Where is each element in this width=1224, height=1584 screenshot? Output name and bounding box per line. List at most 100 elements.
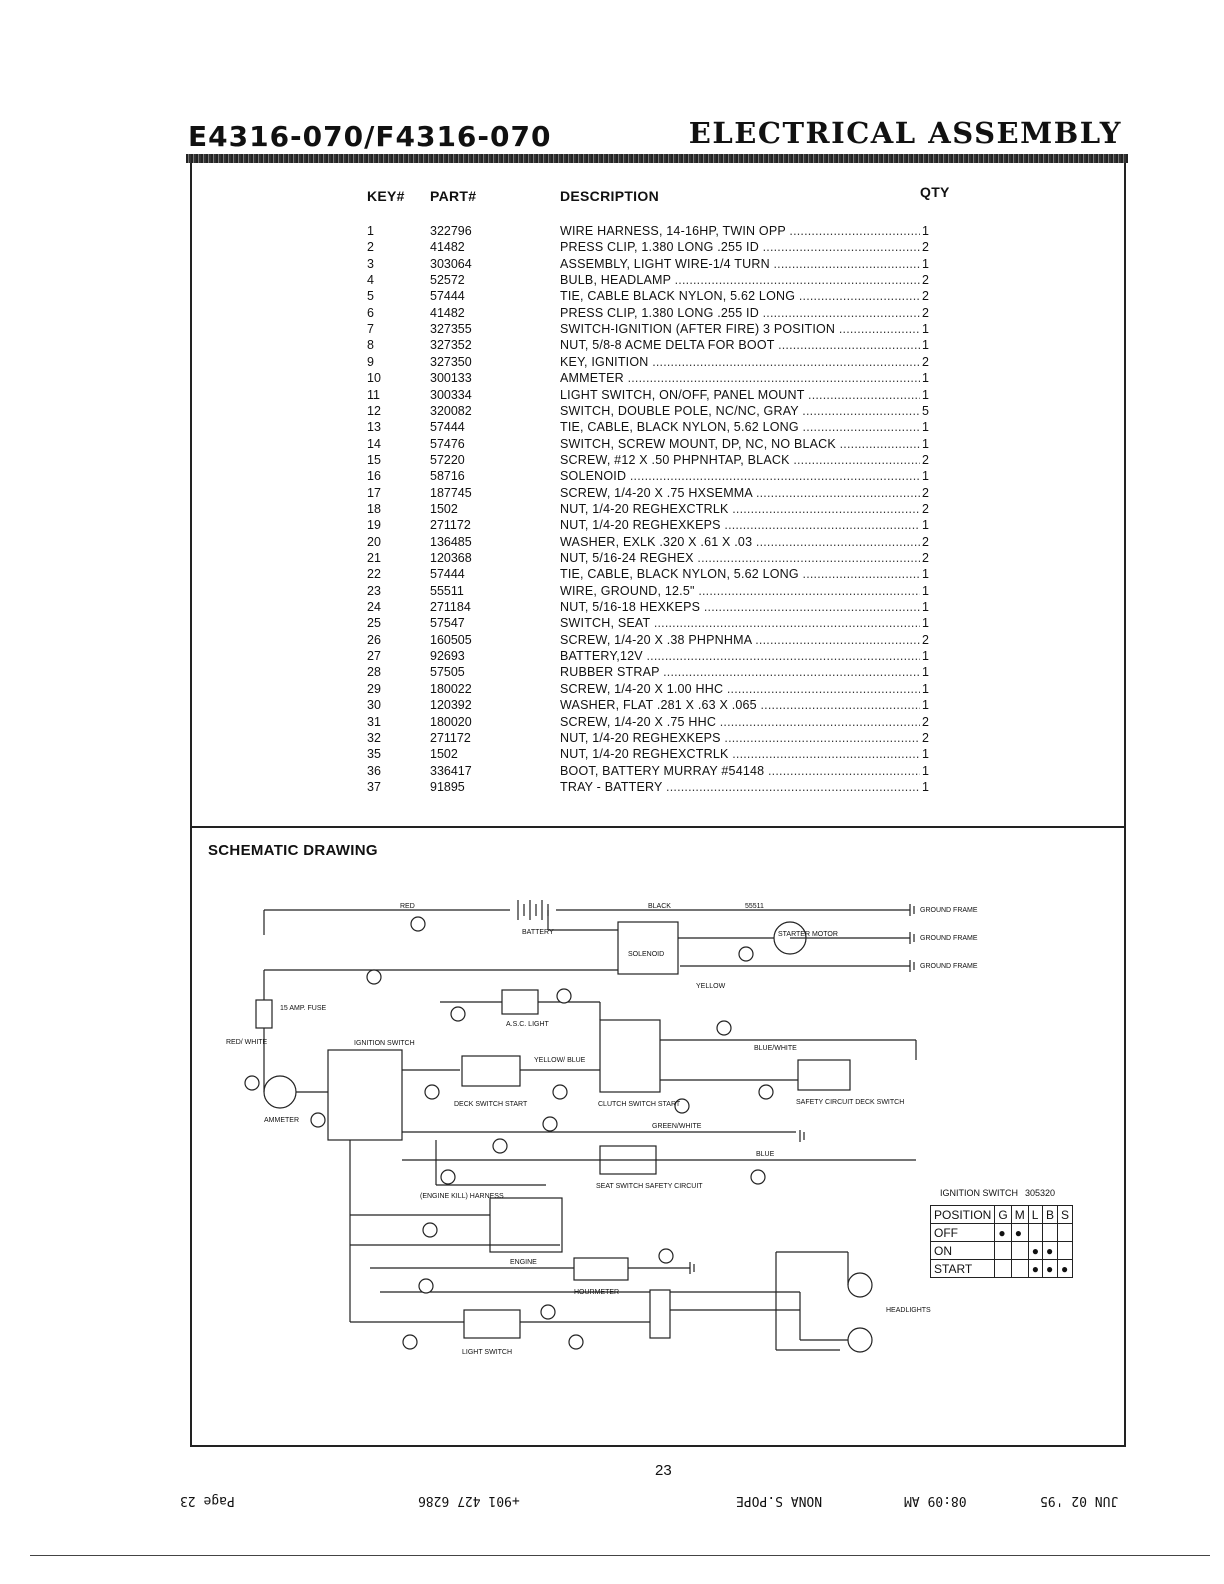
label-engine: ENGINE	[510, 1259, 537, 1266]
description-cell: PRESS CLIP, 1.380 LONG .255 ID	[560, 240, 920, 254]
section-divider	[190, 826, 1126, 828]
key-cell: 21	[367, 551, 381, 565]
ign-header-m: M	[1010, 1205, 1029, 1224]
description-cell: LIGHT SWITCH, ON/OFF, PANEL MOUNT	[560, 388, 920, 402]
ign-row-off: OFF	[929, 1223, 996, 1242]
key-cell: 20	[367, 534, 381, 549]
clutch-switch	[599, 1019, 661, 1093]
label-headlights: HEADLIGHTS	[886, 1307, 931, 1314]
description-cell: PRESS CLIP, 1.380 LONG .255 ID	[560, 306, 920, 320]
description-cell: WIRE, GROUND, 12.5"	[560, 584, 920, 598]
key-cell: 24	[367, 600, 381, 615]
label-asc-light: A.S.C. LIGHT	[506, 1021, 550, 1028]
key-cell: 30	[367, 698, 381, 713]
part-cell: 303064	[430, 256, 472, 271]
key-cell: 11	[367, 387, 380, 402]
label-starter-motor: STARTER MOTOR	[778, 931, 838, 938]
part-cell: 322796	[430, 224, 472, 238]
col-key-header: KEY#	[367, 188, 405, 204]
label-yellow-blue: YELLOW/ BLUE	[534, 1057, 586, 1064]
label-blue: BLUE	[756, 1151, 775, 1158]
ign-header-l: L	[1027, 1205, 1043, 1224]
description-cell: BULB, HEADLAMP	[560, 273, 920, 287]
qty-cell: 1	[922, 616, 929, 631]
qty-cell: 1	[922, 747, 929, 762]
description-cell: SWITCH-IGNITION (AFTER FIRE) 3 POSITION	[560, 322, 920, 336]
label-black: BLACK	[648, 903, 671, 910]
label-blue-white: BLUE/WHITE	[754, 1045, 797, 1052]
connector	[649, 1289, 671, 1339]
key-cell: 37	[367, 779, 381, 794]
part-cell: 57444	[430, 289, 465, 304]
label-battery: BATTERY	[522, 929, 554, 936]
col-part-header: PART#	[430, 188, 477, 204]
part-cell: 327352	[430, 338, 472, 353]
key-cell: 18	[367, 501, 381, 516]
qty-cell: 2	[922, 289, 929, 304]
ignition-table-part: 305320	[1025, 1188, 1056, 1198]
qty-cell: 1	[922, 567, 929, 582]
fuse-15amp	[255, 999, 273, 1029]
part-cell: 41482	[430, 305, 465, 320]
ammeter	[263, 1075, 297, 1109]
description-cell: NUT, 1/4-20 REGHEXCTRLK	[560, 747, 920, 761]
key-cell: 22	[367, 567, 381, 582]
qty-cell: 2	[922, 730, 929, 745]
qty-cell: 1	[922, 698, 929, 713]
model-number: E4316-070/F4316-070	[188, 120, 552, 153]
light-switch	[463, 1309, 521, 1339]
qty-cell: 2	[922, 551, 929, 565]
ign-row-on: ON	[929, 1241, 996, 1260]
label-green-white: GREEN/WHITE	[652, 1123, 702, 1130]
bottom-rule	[30, 1555, 1210, 1556]
description-cell: SCREW, 1/4-20 X .38 PHPNHMA	[560, 633, 920, 647]
part-cell: 57444	[430, 567, 465, 582]
key-cell: 36	[367, 763, 381, 778]
qty-cell: 1	[922, 322, 929, 337]
col-qty-header: QTY	[920, 184, 950, 200]
description-cell: TIE, CABLE BLACK NYLON, 5.62 LONG	[560, 289, 920, 303]
ignition-switch-box	[327, 1049, 403, 1141]
qty-cell: 2	[922, 305, 929, 320]
label-yellow: YELLOW	[696, 983, 726, 990]
label-red-white: RED/ WHITE	[226, 1039, 268, 1046]
part-cell: 136485	[430, 534, 472, 549]
content-frame	[190, 163, 1126, 1447]
qty-cell: 1	[922, 371, 929, 386]
description-cell: TRAY - BATTERY	[560, 780, 920, 794]
description-cell: BATTERY,12V	[560, 649, 920, 663]
description-cell: SCREW, #12 X .50 PHPNHTAP, BLACK	[560, 453, 920, 467]
part-cell: 120392	[430, 698, 472, 713]
battery-symbol	[517, 900, 549, 920]
ign-row-start: START	[929, 1259, 996, 1278]
qty-cell: 2	[922, 452, 929, 467]
key-cell: 17	[367, 485, 381, 500]
part-cell: 91895	[430, 779, 465, 794]
description-cell: RUBBER STRAP	[560, 665, 920, 679]
key-cell: 19	[367, 518, 381, 533]
part-cell: 300133	[430, 371, 472, 386]
part-cell: 120368	[430, 551, 472, 565]
label-ignition-switch: IGNITION SWITCH	[354, 1040, 415, 1047]
qty-cell: 2	[922, 485, 929, 500]
qty-cell: 1	[922, 387, 929, 402]
description-cell: SWITCH, SEAT	[560, 616, 920, 630]
fax-name: NONA S.POPE	[736, 1493, 823, 1508]
fax-page: Page 23	[180, 1493, 235, 1508]
label-engine-kill: (ENGINE KILL) HARNESS	[420, 1193, 504, 1200]
label-solenoid: SOLENOID	[628, 951, 664, 958]
key-cell: 14	[367, 436, 381, 451]
part-cell: 271172	[430, 730, 471, 745]
description-cell: NUT, 1/4-20 REGHEXKEPS	[560, 518, 920, 532]
key-cell: 13	[367, 420, 381, 435]
key-cell: 23	[367, 583, 381, 598]
key-cell: 4	[367, 273, 374, 288]
part-cell: 57220	[430, 452, 465, 467]
description-cell: AMMETER	[560, 371, 920, 385]
part-cell: 57547	[430, 616, 465, 631]
qty-cell: 1	[922, 469, 929, 484]
part-cell: 160505	[430, 632, 472, 647]
headlight-lower	[847, 1327, 873, 1353]
qty-cell: 2	[922, 501, 929, 516]
qty-cell: 1	[922, 420, 929, 435]
